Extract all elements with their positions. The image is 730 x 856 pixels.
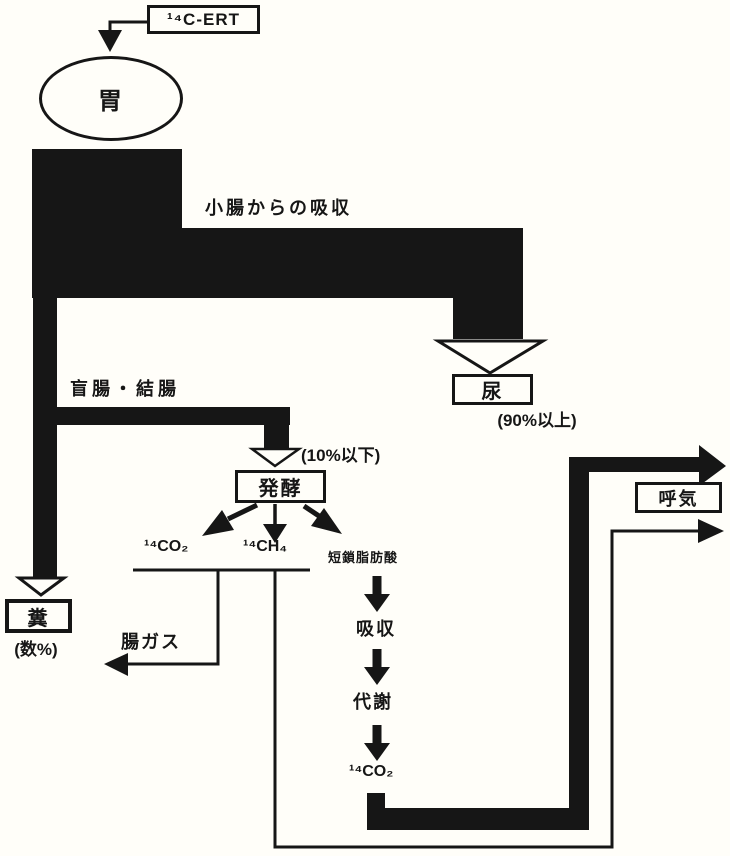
gut-gas-path: [128, 570, 220, 666]
fermentation-to-scfa-stem: [302, 503, 321, 519]
fermentation-label: 発酵: [258, 478, 303, 500]
breath-label: 呼気: [658, 488, 699, 509]
urine-label: 尿: [481, 381, 504, 403]
fermentation-to-co2-arrowhead-icon: [202, 510, 234, 536]
co2-metabolic-label: ¹⁴CO₂: [349, 763, 394, 780]
urine-box: 尿: [452, 374, 533, 405]
tracer-box: ¹⁴C-ERT: [147, 5, 260, 34]
flow-co2-stub: [367, 793, 385, 810]
tracer-to-stomach-arrowhead-icon: [98, 30, 122, 52]
feces-label: 糞: [27, 607, 50, 630]
flow-small-intestine-band: [32, 228, 523, 298]
flow-fermentation-stub: [264, 425, 289, 449]
stomach-node: 胃: [39, 56, 183, 141]
urine-share-label: (90%以上): [497, 411, 577, 430]
ch4-to-breath-arrowhead-icon: [698, 519, 724, 543]
scfa-to-absorption-arrowhead-icon: [364, 594, 390, 612]
flow-urine-descender: [453, 228, 523, 339]
ch4-label: ¹⁴CH₄: [243, 538, 287, 555]
flow-colon-column: [33, 296, 57, 579]
fermentation-share-label: (10%以下): [301, 446, 381, 465]
feces-open-arrowhead-icon: [14, 576, 69, 597]
tracer-label: ¹⁴C-ERT: [166, 9, 240, 29]
stomach-label: 胃: [98, 88, 124, 115]
fermentation-to-ch4-arrowhead-icon: [263, 524, 287, 543]
fermentation-to-co2-stem: [226, 502, 259, 522]
gut-gas-label: 腸ガス: [121, 632, 181, 652]
fermentation-box: 発酵: [235, 470, 326, 503]
flow-breath-bottom-band: [367, 808, 589, 830]
scfa-label: 短鎖脂肪酸: [328, 550, 399, 565]
urine-open-arrowhead-icon: [432, 339, 549, 375]
small-intestine-absorption-label: 小腸からの吸収: [205, 198, 352, 218]
co2-to-breath-arrowhead-icon: [699, 445, 726, 486]
breath-box: 呼気: [635, 482, 722, 513]
metabolism-label: 代謝: [353, 692, 393, 712]
gut-gas-arrowhead-icon: [104, 653, 128, 676]
feces-box: 糞: [5, 599, 72, 633]
feces-share-label: (数%): [14, 640, 58, 659]
metabolism-to-co2-arrowhead-icon: [364, 743, 390, 761]
absorption-label: 吸収: [356, 619, 396, 639]
flow-stomach-column: [32, 149, 182, 229]
flow-breath-top-band: [569, 457, 699, 472]
cecum-colon-label: 盲腸・結腸: [70, 379, 180, 399]
flow-breath-right-column: [569, 457, 589, 830]
co2-gut-label: ¹⁴CO₂: [144, 538, 189, 555]
tracer-to-stomach-line: [108, 20, 147, 32]
fermentation-to-scfa-arrowhead-icon: [311, 508, 342, 534]
fermentation-open-arrowhead-icon: [248, 447, 303, 468]
absorption-to-metabolism-arrowhead-icon: [364, 667, 390, 685]
ch4-to-breath-path: [273, 529, 699, 849]
flow-cecum-band: [33, 407, 290, 425]
